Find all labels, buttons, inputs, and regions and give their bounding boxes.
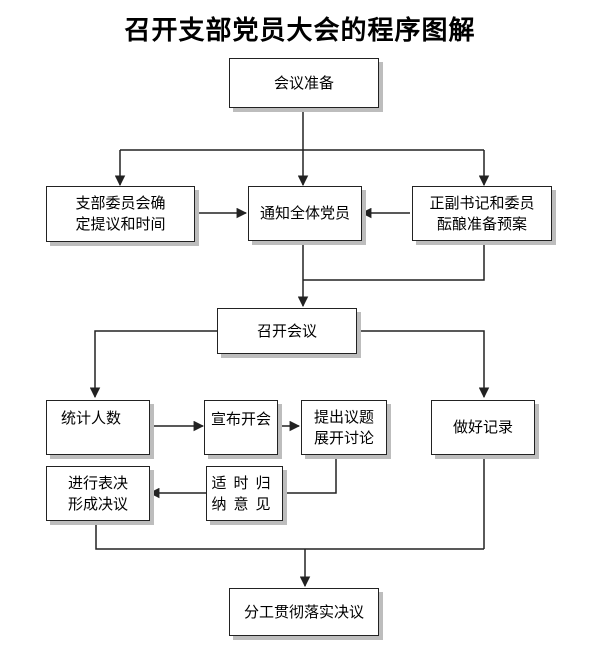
box-propose-topic-line1: 提出议题 xyxy=(313,407,374,426)
box-meeting-prep-label: 会议准备 xyxy=(273,73,334,92)
box-count-attendees: 统计人数 xyxy=(46,400,150,455)
box-notify-members-label: 通知全体党员 xyxy=(259,204,350,222)
box-vote-resolution-line2: 形成决议 xyxy=(67,494,128,513)
box-set-topic-line1: 支部委员会确 xyxy=(75,194,166,212)
box-vote-resolution-line1: 进行表决 xyxy=(67,473,128,492)
box-vote-resolution: 进行表决 形成决议 xyxy=(46,466,150,521)
box-deliberate-plan-line2: 酝酿准备预案 xyxy=(436,214,527,233)
box-implement-resolution: 分工贯彻落实决议 xyxy=(229,588,379,636)
box-propose-topic: 提出议题 展开讨论 xyxy=(301,400,387,455)
box-set-topic-line2: 定提议和时间 xyxy=(75,215,166,233)
box-summarize-opinions-line1: 适时归 xyxy=(211,473,278,492)
box-count-attendees-label: 统计人数 xyxy=(61,409,122,427)
diagram-title: 召开支部党员大会的程序图解 xyxy=(124,16,476,46)
box-summarize-opinions: 适时归 纳意见 xyxy=(206,466,283,521)
line-propose-to-summarize xyxy=(283,455,337,494)
line-convene-right xyxy=(357,330,490,399)
box-meeting-prep: 会议准备 xyxy=(229,58,379,108)
line-vote-down xyxy=(95,520,484,550)
box-announce-open-label: 宣布开会 xyxy=(210,410,271,428)
box-deliberate-plan: 正副书记和委员 酝酿准备预案 xyxy=(412,186,552,241)
box-take-minutes: 做好记录 xyxy=(431,400,535,455)
box-summarize-opinions-line2: 纳意见 xyxy=(211,494,278,513)
box-deliberate-plan-line1: 正副书记和委员 xyxy=(429,193,535,212)
box-convene-meeting: 召开会议 xyxy=(217,308,357,354)
line-convene-left xyxy=(89,330,217,399)
box-set-topic: 支部委员会确 定提议和时间 xyxy=(46,186,195,242)
box-implement-resolution-label: 分工贯彻落实决议 xyxy=(243,602,364,621)
box-notify-members: 通知全体党员 xyxy=(248,186,362,241)
box-convene-meeting-label: 召开会议 xyxy=(256,321,317,340)
box-take-minutes-label: 做好记录 xyxy=(452,418,513,436)
line-deliberate-down xyxy=(303,241,485,281)
box-announce-open: 宣布开会 xyxy=(204,400,278,455)
box-propose-topic-line2: 展开讨论 xyxy=(313,428,374,447)
